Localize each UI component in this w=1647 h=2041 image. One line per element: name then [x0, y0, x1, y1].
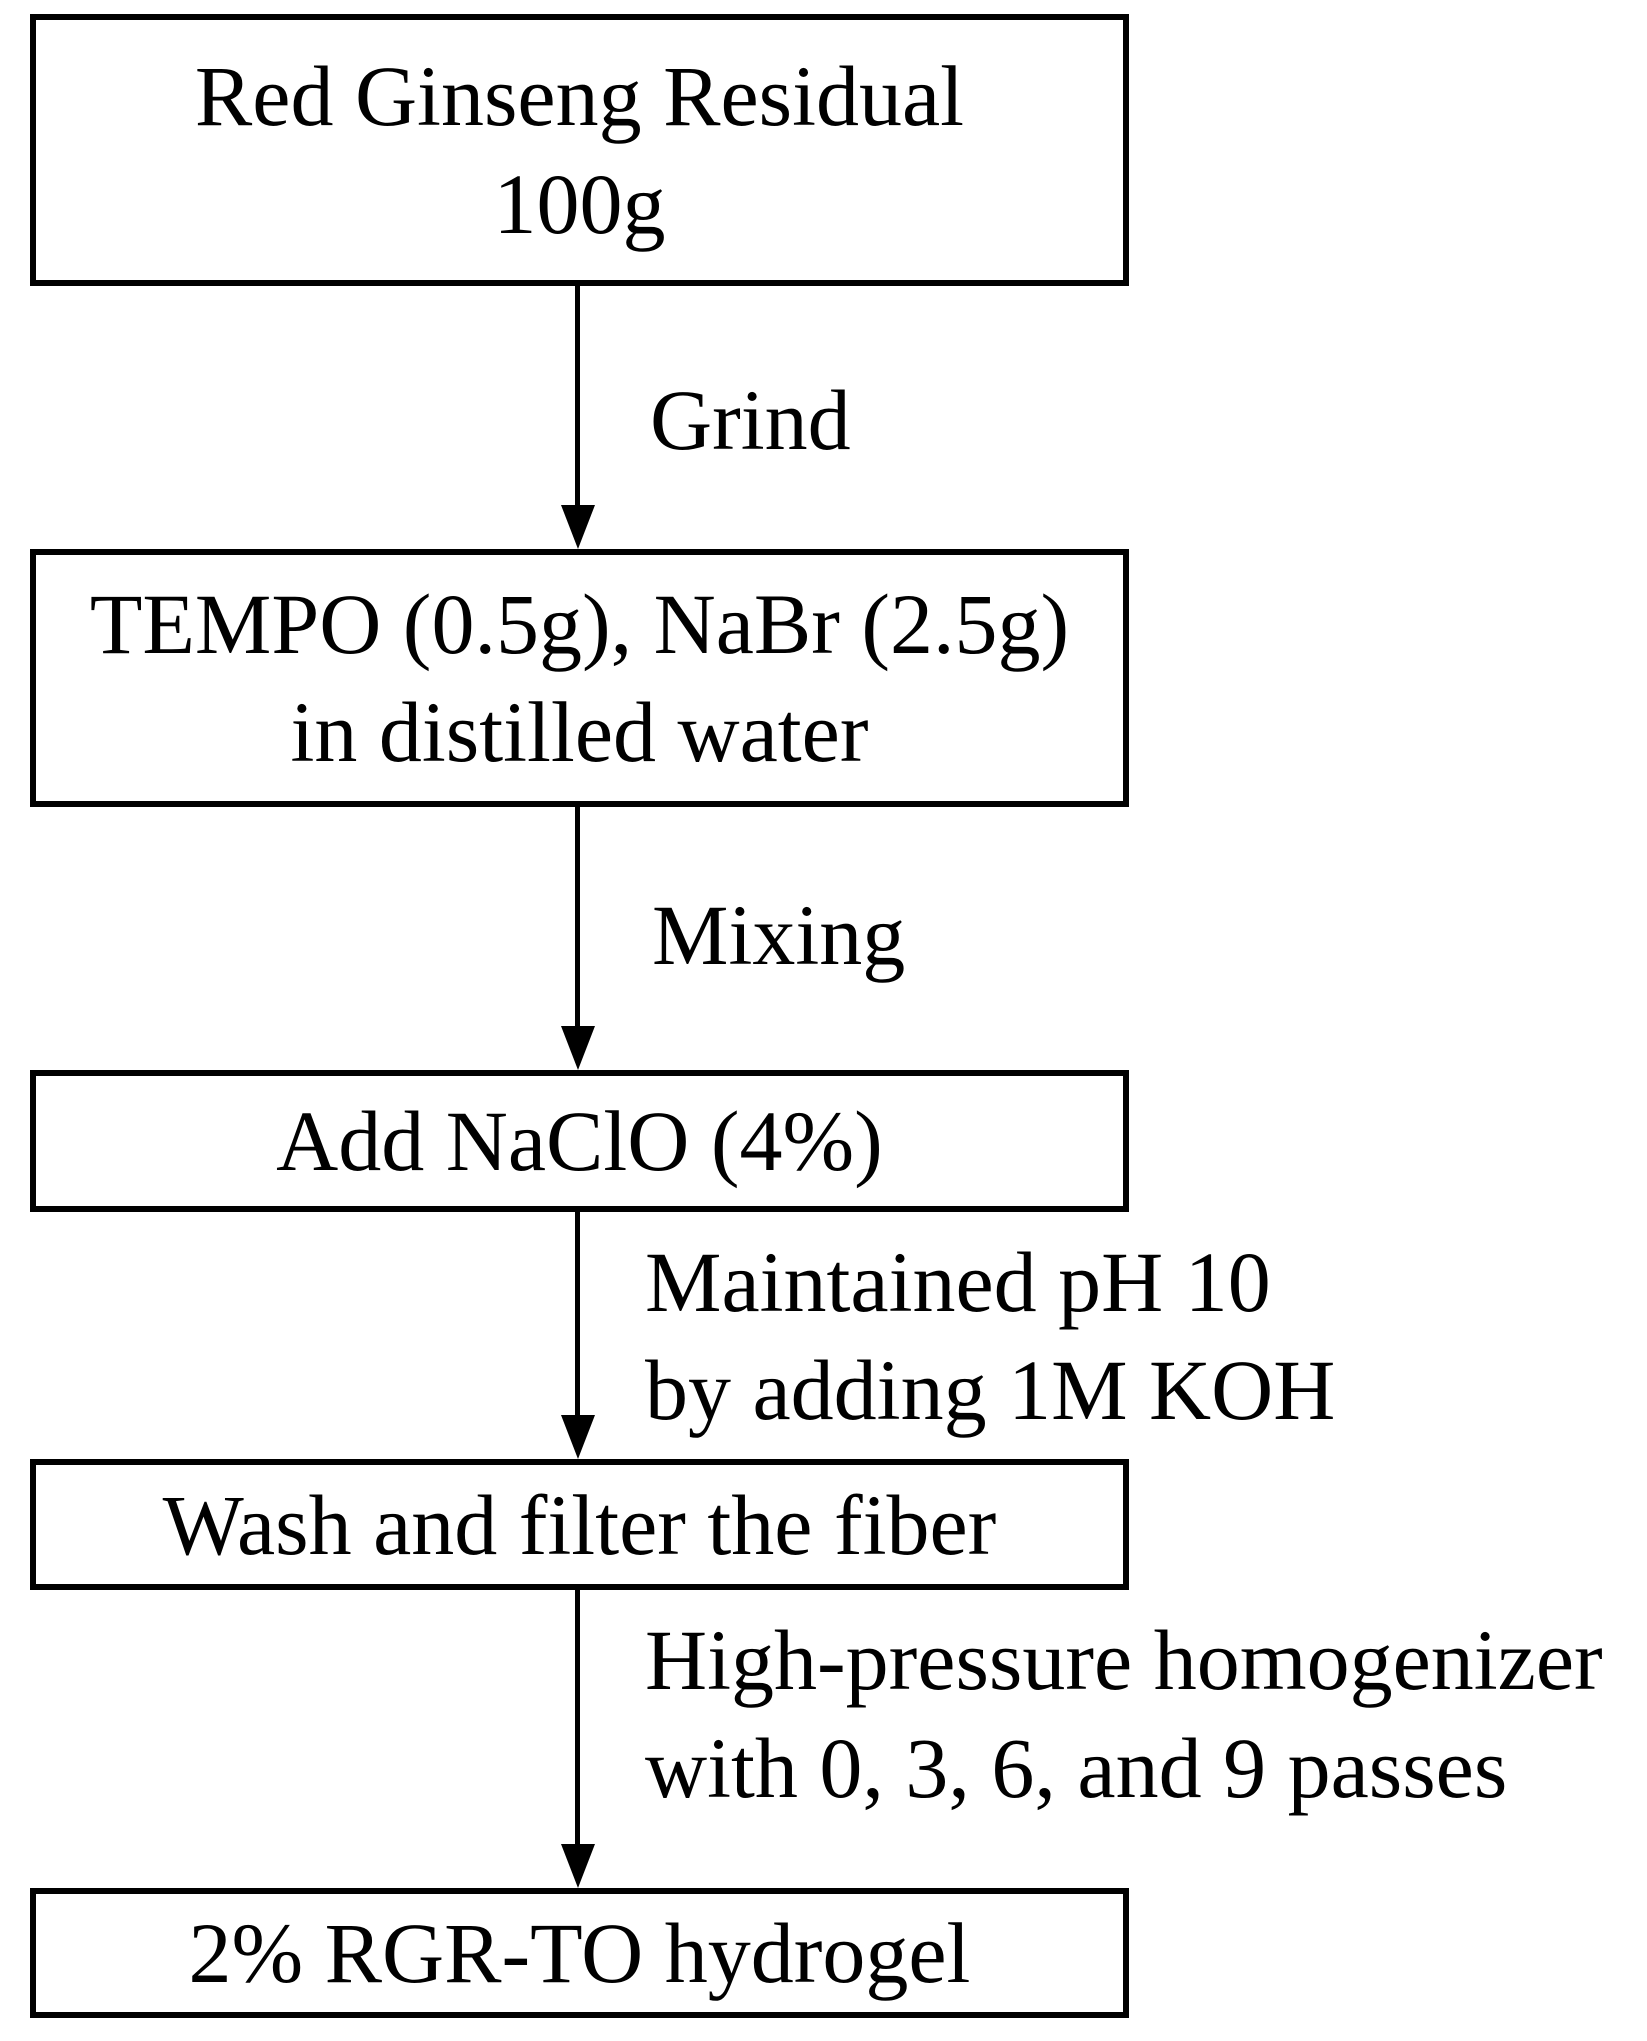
arrow-label-line: with 0, 3, 6, and 9 passes	[645, 1720, 1508, 1816]
flow-box-wash-filter: Wash and filter the fiber	[30, 1459, 1129, 1590]
arrow-label-line: by adding 1M KOH	[645, 1342, 1336, 1438]
arrow-label-homogenizer: High-pressure homogenizer with 0, 3, 6, …	[645, 1606, 1603, 1822]
arrow-shaft	[575, 286, 580, 509]
arrow-shaft	[575, 1212, 580, 1419]
arrow-label-grind: Grind	[650, 366, 851, 474]
arrowhead-down-icon	[561, 1026, 595, 1070]
arrowhead-down-icon	[561, 1844, 595, 1888]
arrow-label-mixing: Mixing	[652, 881, 905, 989]
flow-box-rgr-to-hydrogel: 2% RGR-TO hydrogel	[30, 1888, 1129, 2018]
flow-box-add-naclo: Add NaClO (4%)	[30, 1070, 1129, 1212]
flow-box-text-line: Red Ginseng Residual	[194, 48, 965, 144]
flow-arrow-ph-maintenance	[561, 1212, 595, 1459]
arrow-shaft	[575, 807, 580, 1030]
arrow-label-ph-maintenance: Maintained pH 10 by adding 1M KOH	[645, 1228, 1335, 1444]
arrow-label-line: Mixing	[652, 887, 906, 983]
flow-box-tempo-nabr: TEMPO (0.5g), NaBr (2.5g) in distilled w…	[30, 549, 1129, 807]
flow-box-text-line: Add NaClO (4%)	[276, 1093, 883, 1189]
flow-box-text-line: 2% RGR-TO hydrogel	[188, 1905, 971, 2001]
arrowhead-down-icon	[561, 1415, 595, 1459]
flow-arrow-homogenizer	[561, 1590, 595, 1888]
flow-box-text-line: in distilled water	[290, 684, 869, 780]
arrow-shaft	[575, 1590, 580, 1848]
arrow-label-line: Maintained pH 10	[645, 1234, 1271, 1330]
flow-box-red-ginseng-residual: Red Ginseng Residual 100g	[30, 14, 1129, 286]
arrow-label-line: High-pressure homogenizer	[645, 1612, 1603, 1708]
flow-box-text-line: 100g	[493, 156, 666, 252]
flow-box-text-line: TEMPO (0.5g), NaBr (2.5g)	[89, 576, 1070, 672]
arrowhead-down-icon	[561, 505, 595, 549]
flow-box-text-line: Wash and filter the fiber	[162, 1476, 997, 1573]
flow-arrow-grind	[561, 286, 595, 549]
flow-arrow-mixing	[561, 807, 595, 1070]
arrow-label-line: Grind	[650, 372, 851, 468]
